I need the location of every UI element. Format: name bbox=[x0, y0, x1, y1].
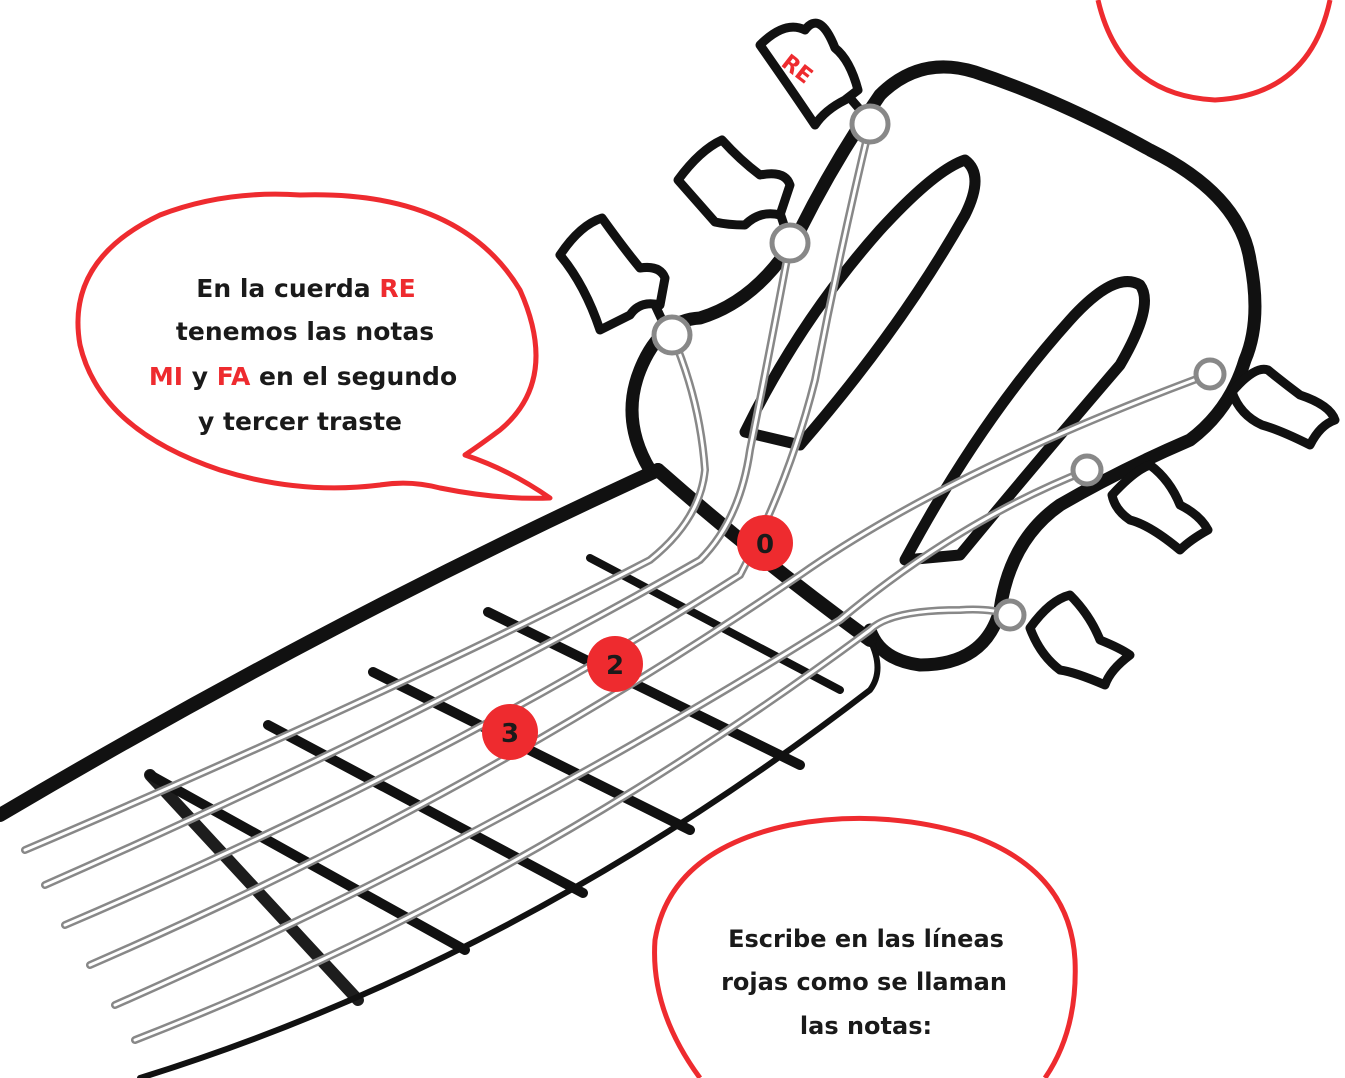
peg-3 bbox=[555, 213, 670, 335]
post-2 bbox=[769, 222, 811, 264]
bubble-top-line4: y tercer traste bbox=[198, 407, 402, 436]
peg-4 bbox=[1227, 364, 1340, 450]
bubble-bottom-line2: rojas como se llaman bbox=[721, 968, 1007, 996]
decorative-red-circle bbox=[1095, 0, 1333, 103]
fret-markers: 0 2 3 bbox=[482, 515, 793, 760]
peg-2 bbox=[673, 135, 795, 230]
svg-text:3: 3 bbox=[501, 719, 519, 749]
svg-text:0: 0 bbox=[756, 530, 774, 560]
post-6 bbox=[993, 598, 1027, 632]
svg-text:2: 2 bbox=[606, 651, 624, 681]
string-posts bbox=[651, 103, 1227, 632]
bubble-top-line1: En la cuerda RE bbox=[196, 274, 415, 303]
post-5 bbox=[1070, 453, 1104, 487]
open-string-marker: 0 bbox=[737, 515, 793, 571]
tuning-pegs bbox=[555, 18, 1340, 690]
bubble-bottom-line1: Escribe en las líneas bbox=[728, 925, 1004, 953]
third-fret-marker: 3 bbox=[482, 704, 538, 760]
second-fret-marker: 2 bbox=[587, 636, 643, 692]
peg-re bbox=[755, 18, 863, 130]
post-3 bbox=[651, 314, 693, 356]
bubble-bottom-line3: las notas: bbox=[800, 1012, 932, 1040]
post-re bbox=[849, 103, 891, 145]
speech-bubble-bottom: Escribe en las líneas rojas como se llam… bbox=[652, 815, 1078, 1078]
post-4 bbox=[1193, 357, 1227, 391]
speech-bubble-top: En la cuerda RE tenemos las notas MI y F… bbox=[75, 191, 553, 501]
peg-5 bbox=[1107, 460, 1213, 555]
peg-6 bbox=[1025, 590, 1135, 690]
headstock bbox=[625, 60, 1262, 672]
bubble-top-line3: MI y FA en el segundo bbox=[149, 362, 457, 391]
bubble-top-line2: tenemos las notas bbox=[176, 317, 434, 346]
